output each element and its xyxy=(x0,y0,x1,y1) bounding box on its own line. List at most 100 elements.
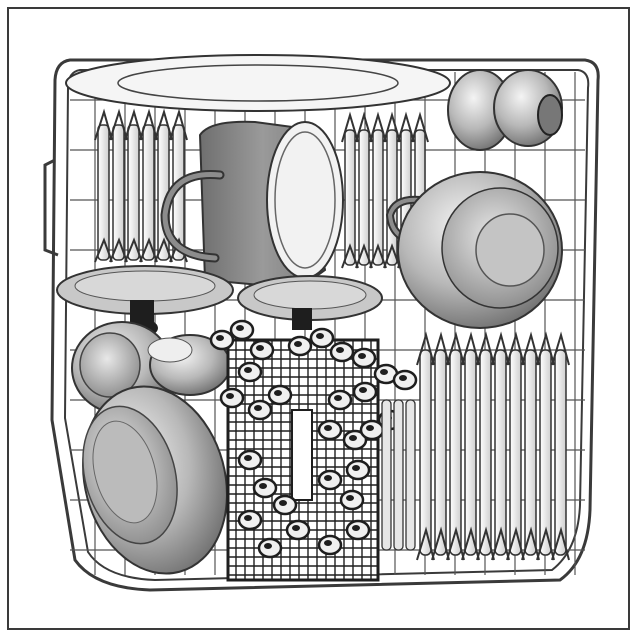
cutlery-handle-shade xyxy=(324,540,332,546)
plate-tine xyxy=(355,111,373,143)
plate-tine xyxy=(461,526,480,561)
plate-tine xyxy=(94,237,113,263)
plate-tine xyxy=(416,331,435,366)
plate-tine xyxy=(461,331,480,366)
plate-tine xyxy=(551,331,570,366)
cutlery-handle-shade xyxy=(244,455,252,461)
plate-tine xyxy=(476,331,495,366)
dinner-plate xyxy=(554,349,567,556)
plate-tine xyxy=(431,526,450,561)
dinner-plate xyxy=(524,349,537,556)
cutlery-handle-shade xyxy=(346,495,354,501)
upper-right-bowl xyxy=(385,171,563,329)
cutlery-handle-shade xyxy=(366,425,374,431)
cutlery-handle-shade xyxy=(244,515,252,521)
plate-tine xyxy=(341,243,359,269)
plate-tine xyxy=(476,526,495,561)
plate-tine xyxy=(536,526,555,561)
cutlery-handle-shade xyxy=(226,393,234,399)
plate xyxy=(142,124,155,261)
saucer xyxy=(372,129,384,266)
plate xyxy=(97,124,110,261)
cutlery-handle-shade xyxy=(292,525,300,531)
side-plate xyxy=(393,399,404,551)
cutlery-basket xyxy=(209,319,418,582)
cutlery-handle-shade xyxy=(216,335,224,341)
saucer xyxy=(358,129,370,266)
pot xyxy=(160,120,344,287)
saucer xyxy=(344,129,356,266)
cutlery-handle-shade xyxy=(324,425,332,431)
cutlery-handle-shade xyxy=(264,543,272,549)
plate-tine xyxy=(397,111,415,143)
dinner-plate xyxy=(539,349,552,556)
cutlery-handle-shade xyxy=(336,347,344,353)
dinner-plate xyxy=(419,349,432,556)
plate-tine xyxy=(369,243,387,269)
plate-tine xyxy=(491,526,510,561)
basket-rim xyxy=(50,58,600,592)
plate-tine xyxy=(431,331,450,366)
plate-tine xyxy=(506,331,525,366)
plate-tine xyxy=(109,108,128,141)
top-right-cups xyxy=(447,69,563,151)
cutlery-handle-shade xyxy=(254,405,262,411)
plate-tine xyxy=(383,243,401,269)
dinner-plate xyxy=(494,349,507,556)
cutlery-handle-shade xyxy=(279,500,287,506)
plate-tine xyxy=(383,111,401,143)
side-plate xyxy=(405,399,416,551)
lower-left-bowls xyxy=(71,321,231,415)
plate-tine xyxy=(124,237,143,263)
cutlery-handle-shade xyxy=(294,341,302,347)
plate-tine xyxy=(139,108,158,141)
cutlery-handle-shade xyxy=(244,367,252,373)
cutlery-handle-shade xyxy=(324,475,332,481)
left-plate-rack xyxy=(94,108,188,263)
basket-handle xyxy=(43,158,59,257)
spray-arm-right xyxy=(237,275,383,330)
cutlery-handle-shade xyxy=(352,465,360,471)
plate-tine xyxy=(109,237,128,263)
dinner-plate xyxy=(464,349,477,556)
plate-tine xyxy=(536,331,555,366)
plate-tine xyxy=(521,331,540,366)
dinner-plate xyxy=(479,349,492,556)
plate-tine xyxy=(506,526,525,561)
cutlery-items xyxy=(209,319,418,559)
plate-tine xyxy=(521,526,540,561)
cutlery-handle-shade xyxy=(236,325,244,331)
plate-tine xyxy=(446,331,465,366)
cutlery-handle-shade xyxy=(316,333,324,339)
plate-tine xyxy=(355,243,373,269)
plate-tine xyxy=(154,108,173,141)
dinner-plate xyxy=(509,349,522,556)
plate-tine xyxy=(169,108,188,141)
plate-tine xyxy=(139,237,158,263)
cutlery-handle-shade xyxy=(380,369,388,375)
lower-right-plate-rack xyxy=(381,331,570,561)
cutlery-handle-shade xyxy=(349,435,357,441)
dinner-plate xyxy=(434,349,447,556)
plate-tine xyxy=(369,111,387,143)
plate-tine xyxy=(551,526,570,561)
cutlery-handle-shade xyxy=(358,353,366,359)
dinner-plate xyxy=(449,349,462,556)
cutlery-handle-shade xyxy=(274,390,282,396)
lower-large-bowl xyxy=(82,385,228,575)
cutlery-handle-shade xyxy=(259,483,267,489)
plate-tine xyxy=(341,111,359,143)
cutlery-handle-shade xyxy=(359,387,367,393)
cutlery-handle-shade xyxy=(256,345,264,351)
platter xyxy=(65,54,451,112)
cutlery-handle-shade xyxy=(334,395,342,401)
cutlery-handle-shade xyxy=(352,525,360,531)
side-plate xyxy=(381,399,392,551)
plate-tine xyxy=(446,526,465,561)
plate-tine xyxy=(411,111,429,143)
plate-tine xyxy=(491,331,510,366)
plate xyxy=(112,124,125,261)
plate-tine xyxy=(124,108,143,141)
